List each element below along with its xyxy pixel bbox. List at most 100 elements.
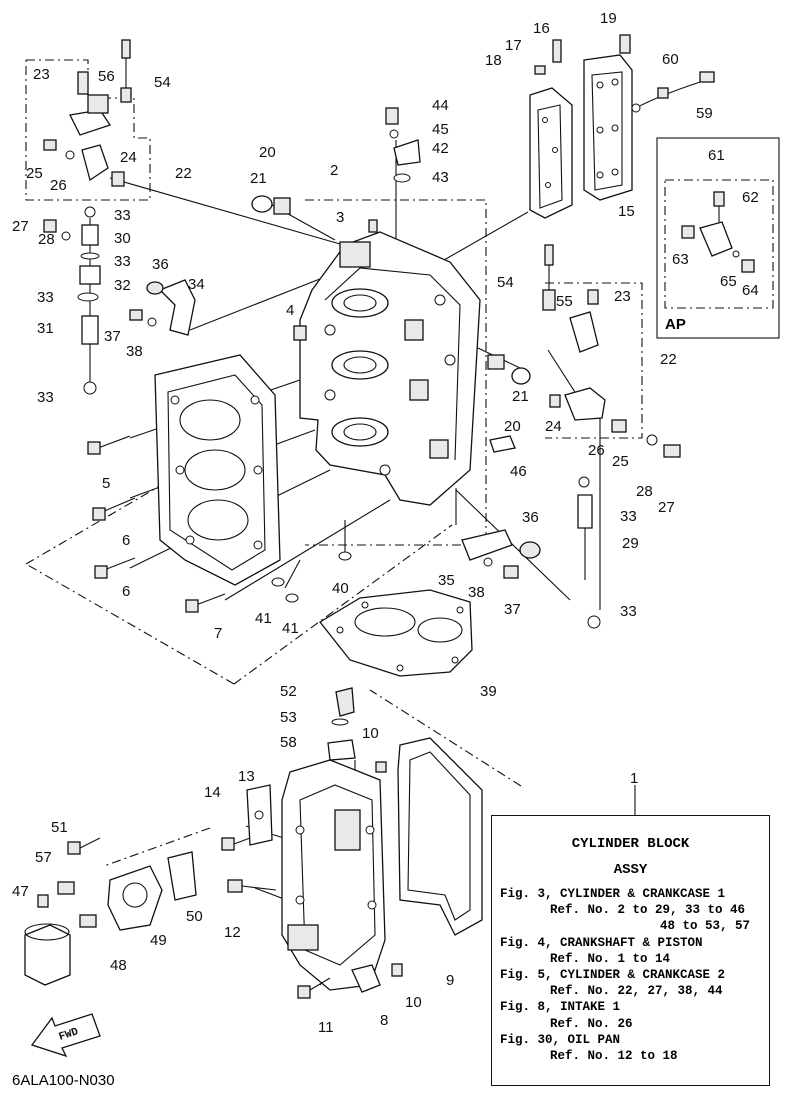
callout-5: 5	[102, 475, 110, 492]
callout-53: 53	[280, 709, 297, 726]
cylinder-block	[299, 231, 481, 506]
right-bracket	[461, 529, 541, 579]
callout-54a: 54	[154, 74, 171, 91]
callout-23b: 23	[614, 288, 631, 305]
small-parts-top	[251, 107, 421, 341]
callout-34: 34	[188, 276, 205, 293]
callout-36a: 36	[152, 256, 169, 273]
callout-33b: 33	[114, 253, 131, 270]
callout-20b: 20	[504, 418, 521, 435]
callout-33f: 33	[620, 603, 637, 620]
callout-33c: 33	[37, 289, 54, 306]
callout-35: 35	[438, 572, 455, 589]
callout-3: 3	[336, 209, 344, 226]
legend-line-11: Ref. No. 12 to 18	[550, 1049, 678, 1064]
legend-line-6: Fig. 5, CYLINDER & CRANKCASE 2	[500, 968, 726, 983]
callout-18: 18	[485, 52, 502, 69]
callout-44: 44	[432, 97, 449, 114]
callout-26b: 26	[588, 442, 605, 459]
callout-2: 2	[330, 162, 338, 179]
callout-36b: 36	[522, 509, 539, 526]
callout-52: 52	[280, 683, 297, 700]
callout-30: 30	[114, 230, 131, 247]
callout-59: 59	[696, 105, 713, 122]
callout-27b: 27	[658, 499, 675, 516]
callout-46: 46	[510, 463, 527, 480]
callout-39: 39	[480, 683, 497, 700]
callout-54b: 54	[497, 274, 514, 291]
callout-27a: 27	[12, 218, 29, 235]
callout-7: 7	[214, 625, 222, 642]
legend-title: CYLINDER BLOCK	[571, 836, 690, 852]
callout-49: 49	[150, 932, 167, 949]
callout-58: 58	[280, 734, 297, 751]
callout-43: 43	[432, 169, 449, 186]
legend-subtitle: ASSY	[613, 862, 648, 878]
callout-12: 12	[224, 924, 241, 941]
crankcase-bolts	[87, 435, 226, 613]
callout-33a: 33	[114, 207, 131, 224]
callout-25a: 25	[26, 165, 43, 182]
fwd-label: FWD	[58, 1026, 81, 1044]
callout-15: 15	[618, 203, 635, 220]
legend-line-8: Fig. 8, INTAKE 1	[500, 1000, 621, 1015]
callout-20a: 20	[259, 144, 276, 161]
callout-29: 29	[622, 535, 639, 552]
right-thermo-assembly	[542, 244, 681, 629]
callout-56: 56	[98, 68, 115, 85]
legend-line-5: Ref. No. 1 to 14	[550, 951, 671, 966]
callout-33d: 33	[37, 389, 54, 406]
callout-51: 51	[51, 819, 68, 836]
callout-8: 8	[380, 1012, 388, 1029]
callout-38b: 38	[468, 584, 485, 601]
fwd-arrow-icon: FWD	[30, 1013, 101, 1058]
assembly-boundaries	[25, 59, 780, 867]
callout-55: 55	[556, 293, 573, 310]
callout-9: 9	[446, 972, 454, 989]
callout-61: 61	[708, 147, 725, 164]
callout-41a: 41	[255, 610, 272, 627]
callout-26a: 26	[50, 177, 67, 194]
callout-62: 62	[742, 189, 759, 206]
callout-42: 42	[432, 140, 449, 157]
callout-47: 47	[12, 883, 29, 900]
callout-40: 40	[332, 580, 349, 597]
callout-41b: 41	[282, 620, 299, 637]
callout-37b: 37	[504, 601, 521, 618]
callout-16: 16	[533, 20, 550, 37]
drawing-code: 6ALA100-N030	[12, 1072, 115, 1089]
callout-63: 63	[672, 251, 689, 268]
callout-6b: 6	[122, 583, 130, 600]
callout-13: 13	[238, 768, 255, 785]
callout-60: 60	[662, 51, 679, 68]
callout-10a: 10	[362, 725, 379, 742]
lower-case	[281, 687, 403, 993]
callout-11: 11	[318, 1019, 334, 1036]
callout-21b: 21	[512, 388, 529, 405]
left-thermo-assembly	[43, 39, 132, 395]
ap-label: AP	[665, 316, 686, 333]
callout-21a: 21	[250, 170, 267, 187]
callout-labels: 1 2 3 4 5 6 6 7 8 9 10 10 11 12 13 14 15…	[12, 10, 759, 1036]
callout-19: 19	[600, 10, 617, 27]
oil-pan-gasket	[397, 737, 483, 936]
legend-line-10: Fig. 30, OIL PAN	[500, 1032, 621, 1047]
callout-4: 4	[286, 302, 294, 319]
legend-box: CYLINDER BLOCK ASSY Fig. 3, CYLINDER & C…	[491, 815, 770, 1086]
callout-38a: 38	[126, 343, 143, 360]
head-gasket	[319, 589, 473, 677]
callout-33e: 33	[620, 508, 637, 525]
callout-37a: 37	[104, 328, 121, 345]
legend-line-4: Fig. 4, CRANKSHAFT & PISTON	[500, 935, 703, 950]
sensor-wire	[631, 71, 715, 113]
crankcase	[154, 354, 281, 586]
callout-45: 45	[432, 121, 449, 138]
callout-57: 57	[35, 849, 52, 866]
exhaust-cover	[529, 34, 633, 219]
callout-14: 14	[204, 784, 221, 801]
callout-1: 1	[630, 770, 638, 787]
callout-10b: 10	[405, 994, 422, 1011]
callout-24b: 24	[545, 418, 562, 435]
callout-50: 50	[186, 908, 203, 925]
